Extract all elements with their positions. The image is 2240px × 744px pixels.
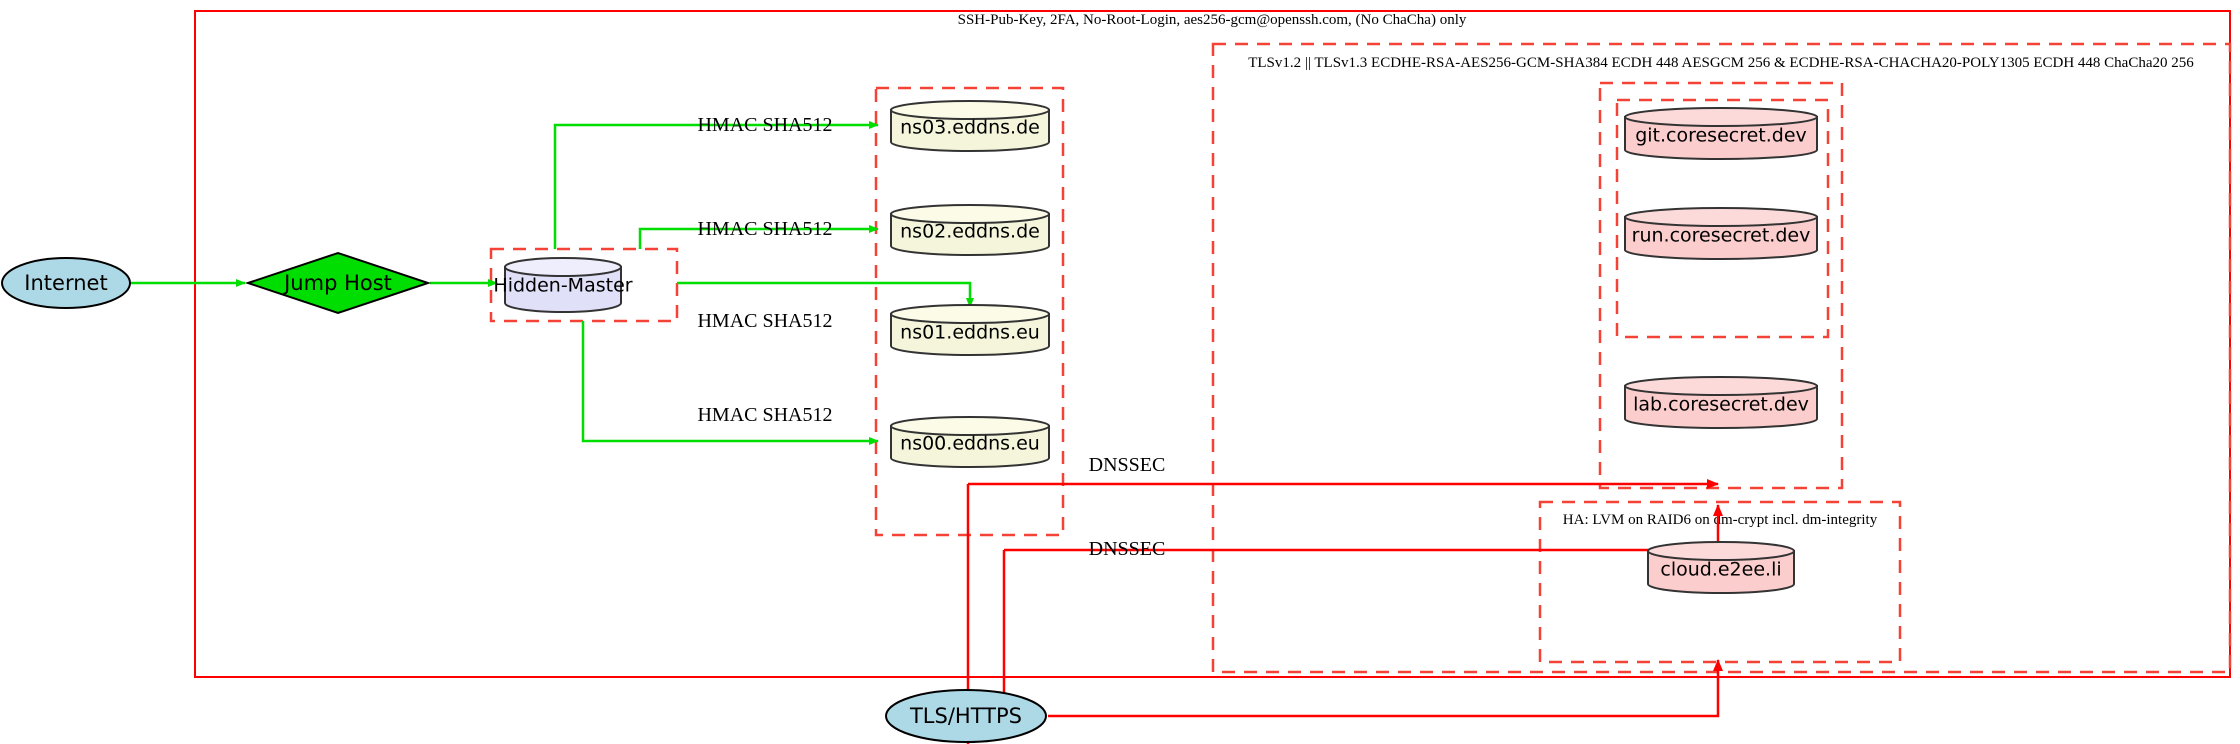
node-ns00[interactable]: ns00.eddns.eu: [890, 416, 1050, 468]
boundary-hidden-master-zone: [489, 247, 679, 323]
edge-label-hmac-ns01: HMAC SHA512: [697, 310, 832, 332]
node-tls-https[interactable]: TLS/HTTPS: [885, 689, 1047, 743]
node-jump-host[interactable]: Jump Host: [244, 251, 432, 315]
node-ns02[interactable]: ns02.eddns.de: [890, 204, 1050, 256]
node-ns01-label: ns01.eddns.eu: [900, 322, 1040, 344]
boundary-tls-zone: TLSv1.2 || TLSv1.3 ECDHE-RSA-AES256-GCM-…: [1211, 42, 2232, 674]
node-ns01[interactable]: ns01.eddns.eu: [890, 304, 1050, 356]
edge-label-hmac-ns02: HMAC SHA512: [697, 218, 832, 240]
boundary-ssh-zone: SSH-Pub-Key, 2FA, No-Root-Login, aes256-…: [194, 10, 2231, 678]
node-ns02-label: ns02.eddns.de: [900, 221, 1040, 243]
node-lab-coresecret[interactable]: lab.coresecret.dev: [1624, 376, 1818, 429]
node-tls-https-label: TLS/HTTPS: [909, 704, 1022, 728]
node-lab-coresecret-label: lab.coresecret.dev: [1633, 394, 1809, 416]
edge-master-to-ns01: [677, 281, 974, 308]
green-edges: [130, 121, 974, 445]
edge-master-to-ns00: [581, 321, 879, 445]
node-hidden-master-label: Hidden-Master: [493, 275, 632, 297]
edge-tls-to-services: [1048, 659, 1723, 718]
node-ns03-label: ns03.eddns.de: [900, 117, 1040, 139]
node-ns03[interactable]: ns03.eddns.de: [890, 100, 1050, 152]
node-jump-host-label: Jump Host: [282, 271, 392, 295]
boundary-dns-zone: [874, 86, 1065, 537]
boundary-ssh-zone-label: SSH-Pub-Key, 2FA, No-Root-Login, aes256-…: [958, 12, 1467, 28]
node-internet-label: Internet: [24, 271, 107, 295]
node-ns00-label: ns00.eddns.eu: [900, 433, 1040, 455]
edge-labels: HMAC SHA512 HMAC SHA512 HMAC SHA512 HMAC…: [697, 114, 1165, 560]
edge-label-dnssec-upper: DNSSEC: [1089, 454, 1166, 476]
node-run-coresecret[interactable]: run.coresecret.dev: [1624, 207, 1818, 260]
node-hidden-master[interactable]: Hidden-Master: [493, 257, 633, 313]
edge-label-hmac-ns00: HMAC SHA512: [697, 404, 832, 426]
boundary-coresecret-inner-zone: [1615, 98, 1830, 339]
boundary-tls-zone-label: TLSv1.2 || TLSv1.3 ECDHE-RSA-AES256-GCM-…: [1248, 55, 2194, 71]
node-internet[interactable]: Internet: [1, 257, 131, 309]
edge-label-hmac-ns03: HMAC SHA512: [697, 114, 832, 136]
node-git-coresecret[interactable]: git.coresecret.dev: [1624, 107, 1818, 160]
edge-label-dnssec-lower: DNSSEC: [1089, 538, 1166, 560]
boundary-coresecret-outer-zone: [1598, 81, 1844, 490]
node-cloud-e2ee[interactable]: cloud.e2ee.li: [1647, 541, 1795, 594]
node-run-coresecret-label: run.coresecret.dev: [1632, 225, 1811, 247]
edge-master-to-ns03: [553, 121, 879, 249]
edge-master-to-ns02: [638, 225, 879, 249]
node-cloud-e2ee-label: cloud.e2ee.li: [1660, 559, 1781, 581]
node-git-coresecret-label: git.coresecret.dev: [1635, 125, 1807, 147]
boundary-ha-zone: HA: LVM on RAID6 on dm-crypt incl. dm-in…: [1538, 500, 1902, 664]
boundary-ha-zone-label: HA: LVM on RAID6 on dm-crypt incl. dm-in…: [1563, 512, 1878, 528]
